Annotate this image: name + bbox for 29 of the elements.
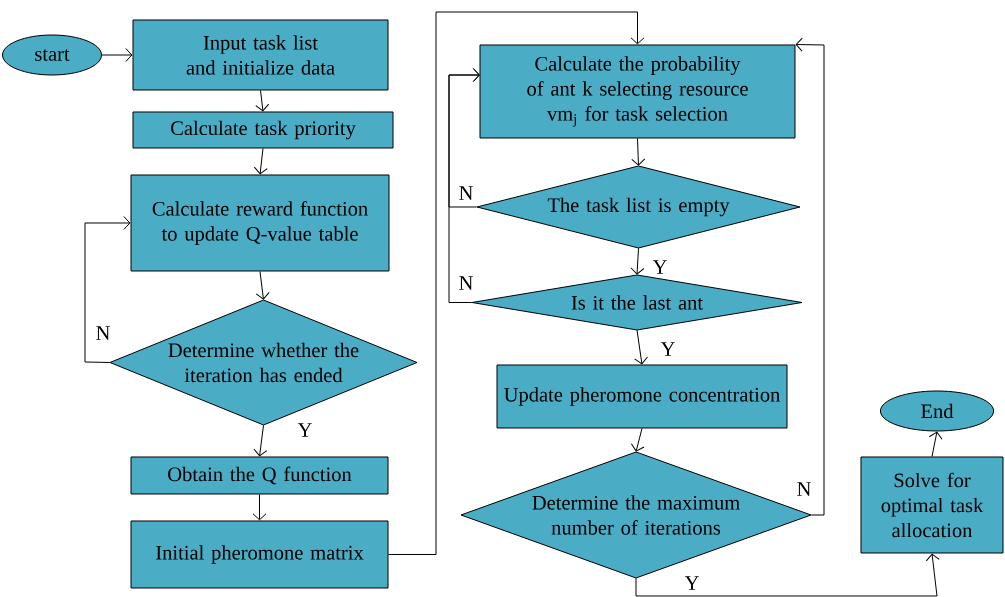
edge-label: N (457, 185, 475, 201)
arrow (795, 37, 825, 516)
process-box: Calculate the probability of ant k selecting resource vm$_{j}$ for task selection (479, 44, 796, 139)
arrow (252, 494, 267, 521)
arrow (101, 48, 133, 62)
arrow (631, 138, 646, 166)
edge-label: N (94, 325, 112, 341)
process-box: Calculate reward function to update Q-value table (130, 174, 390, 272)
arrow (255, 90, 270, 112)
arrow (928, 431, 943, 457)
arrow (84, 216, 131, 363)
arrow (255, 271, 270, 300)
edge-label: N (795, 481, 813, 497)
arrow (253, 148, 268, 175)
process-box: Solve for optimal task allocation (860, 456, 1004, 554)
arrow (630, 247, 645, 275)
arrow (630, 428, 645, 452)
arrow (448, 68, 480, 303)
process-box: Initial pheromone matrix (130, 520, 389, 589)
process-box: Input task list and initialize data (132, 19, 389, 91)
edge-label: Y (651, 259, 669, 275)
process-box: Calculate task priority (132, 111, 394, 149)
arrow (635, 553, 940, 597)
arrow (634, 329, 648, 365)
process-box: Obtain the Q function (130, 456, 389, 495)
process-box: Update pheromone concentration (496, 364, 788, 429)
edge-label: Y (659, 341, 677, 357)
arrow (253, 424, 268, 457)
arrow (388, 11, 645, 555)
